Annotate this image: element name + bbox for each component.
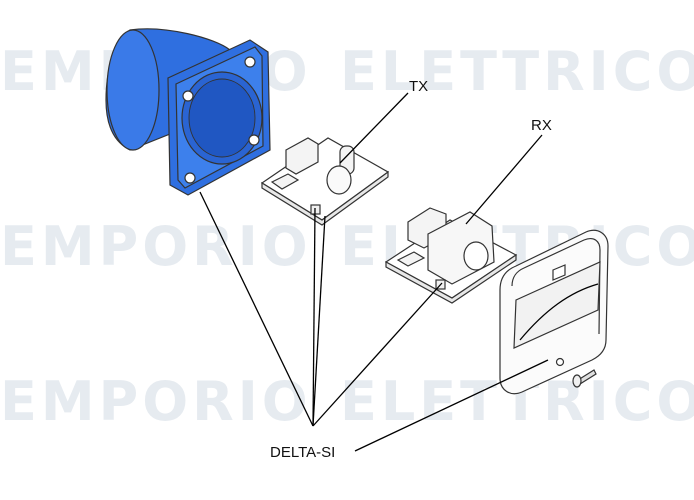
watermark: EMPORIO ELETTRICO EMPORIO ELETTRICO EMPO… <box>0 40 694 433</box>
cover-screw-hole <box>555 357 565 367</box>
rx-pcb-edge <box>385 253 517 304</box>
tx-led <box>326 165 352 195</box>
rx-lens <box>463 241 489 271</box>
housing-cylinder-end <box>106 29 160 151</box>
leader-rx <box>465 134 543 225</box>
fixing-screw <box>572 369 597 388</box>
rx-component-small <box>396 251 426 267</box>
screw-head <box>572 374 582 388</box>
housing-aperture-inner <box>188 78 256 158</box>
label-tx: TX <box>409 78 428 95</box>
flange-hole-br <box>248 134 260 146</box>
cover-logo <box>552 264 566 281</box>
leader-product-cover <box>354 359 549 452</box>
leader-product-tx-1 <box>312 207 316 427</box>
blue-housing <box>105 28 271 196</box>
label-product: DELTA-SI <box>270 444 335 461</box>
cover-rim <box>511 238 601 335</box>
flange-hole-tl <box>182 90 194 102</box>
tx-pcb-edge <box>261 170 389 226</box>
watermark-left-3: EMPORIO <box>0 370 312 433</box>
label-rx: RX <box>531 117 552 134</box>
cover-arc <box>519 283 599 341</box>
watermark-left-2: EMPORIO <box>0 215 312 278</box>
leader-tx <box>339 92 409 164</box>
leader-product-tx-2 <box>312 215 326 427</box>
flange-hole-bl <box>184 172 196 184</box>
tx-relay <box>285 137 319 175</box>
leader-product-rx <box>312 282 443 427</box>
rx-board <box>384 207 518 304</box>
watermark-right-1: ELETTRICO <box>340 40 694 103</box>
leader-product-housing <box>199 191 314 427</box>
tx-board <box>260 137 390 226</box>
tx-component-small <box>270 173 300 190</box>
leader-lines <box>199 92 549 452</box>
flange-hole-tr <box>244 56 256 68</box>
outer-cover <box>499 229 609 395</box>
